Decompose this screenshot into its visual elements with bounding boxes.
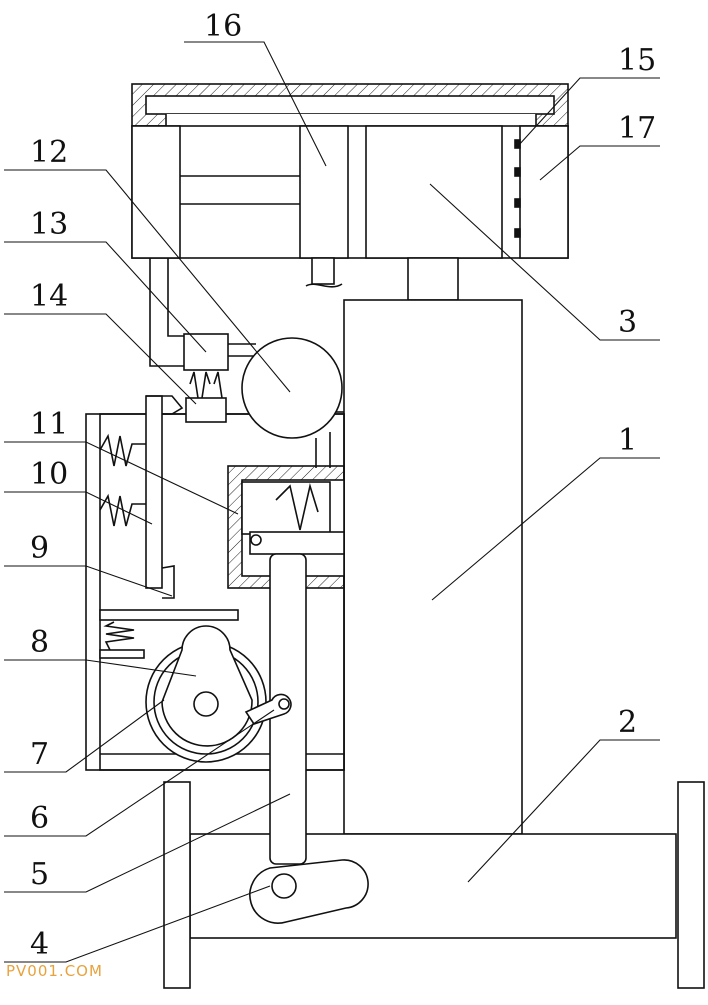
part-label-8: 8 — [30, 625, 49, 660]
part-label-7: 7 — [30, 737, 49, 772]
part-label-14: 14 — [30, 279, 68, 314]
part-label-9: 9 — [30, 531, 49, 566]
part-label-4: 4 — [30, 927, 49, 962]
cylinder-16 — [299, 125, 349, 259]
block-14 — [185, 397, 227, 423]
part-label-1: 1 — [618, 423, 637, 458]
part-label-6: 6 — [30, 801, 49, 836]
part-label-3: 3 — [618, 305, 637, 340]
column-1 — [343, 299, 523, 835]
part-label-2: 2 — [618, 705, 637, 740]
part-label-13: 13 — [30, 207, 68, 242]
part-label-15: 15 — [618, 43, 656, 78]
motor-12 — [241, 337, 343, 439]
part-label-10: 10 — [30, 457, 68, 492]
part-label-12: 12 — [30, 135, 68, 170]
watermark: PV001.COM — [6, 962, 103, 980]
part-label-11: 11 — [30, 407, 68, 442]
block-17 — [519, 125, 569, 259]
block-3 — [365, 125, 503, 259]
part-label-17: 17 — [618, 111, 656, 146]
part-label-5: 5 — [30, 857, 49, 892]
part-label-16: 16 — [204, 9, 242, 44]
